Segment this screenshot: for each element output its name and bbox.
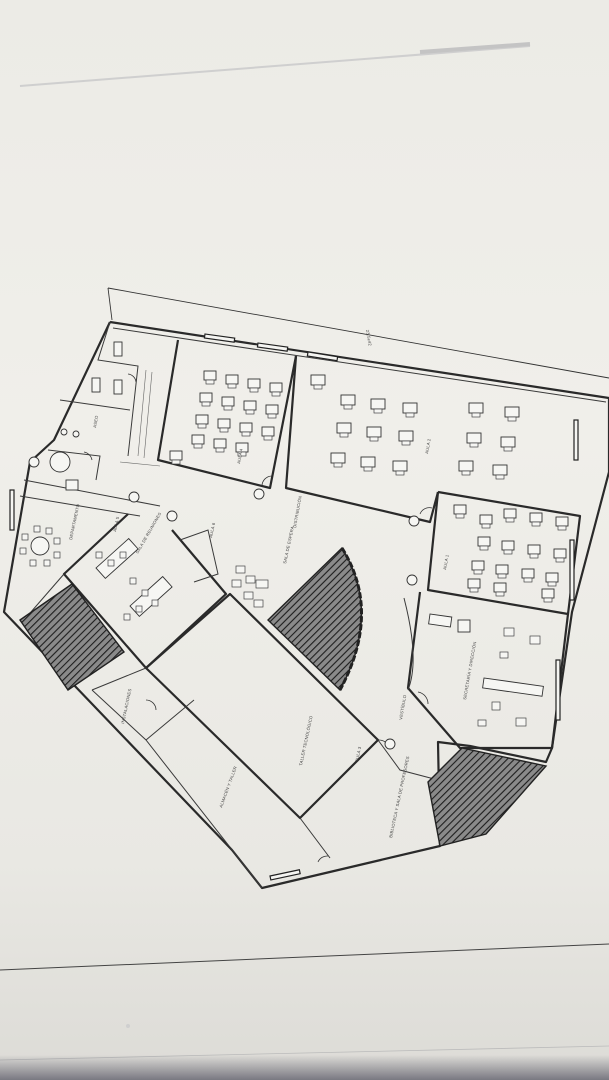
room-label-vestibulo: VESTÍBULO	[398, 694, 407, 720]
room-label-aula3: AULA 3	[354, 746, 362, 763]
waiting-seats	[231, 565, 269, 608]
hatched-area-center	[266, 546, 363, 692]
room-label-aseo: ASEO	[92, 415, 99, 429]
room-label-almacen: ALMACÉN Y TALLER	[218, 765, 238, 808]
classroom-desks-aula4	[169, 370, 283, 465]
round-table	[19, 525, 61, 567]
room-label-aula6: AULA 6	[208, 522, 216, 539]
room-label-instalaciones: INSTALACIONES	[120, 688, 132, 724]
hatched-area-left	[19, 583, 126, 691]
room-label-departamento: DEPARTAMENTO	[68, 503, 81, 540]
hall-lines	[119, 369, 161, 467]
dimension-label: 23,5x42	[365, 329, 373, 346]
classroom-desks-aula1	[453, 504, 569, 603]
room-label-sala-reuniones: SALA DE REUNIONES	[135, 511, 163, 554]
room-label-aula1: AULA 1	[442, 554, 450, 570]
office-furniture	[428, 613, 544, 727]
room-label-biblioteca: BIBLIOTECA Y SALA DE PROFESORES	[388, 756, 410, 839]
hatched-area-right	[427, 747, 548, 847]
room-label-distribucion: DISTRIBUCIÓN	[292, 495, 303, 528]
room-label-aula2: AULA 2	[424, 438, 432, 454]
columns	[128, 488, 420, 750]
wc-fixtures	[28, 341, 123, 491]
room-label-sala-espera: SALA DE ESPERA	[282, 526, 295, 565]
door-swings	[83, 373, 433, 863]
boundary-line	[107, 287, 609, 379]
room-label-aula5: AULA 5	[112, 516, 120, 533]
room-label-taller: TALLER TECNOLÓGICO	[298, 715, 314, 767]
photo-shadow	[0, 1055, 609, 1080]
meeting-tables	[95, 537, 173, 621]
outer-walls	[2, 320, 609, 890]
room-label-aula4: AULA 4	[236, 448, 244, 464]
windows	[9, 333, 579, 881]
faded-header	[19, 42, 531, 87]
room-label-secretaria: SECRETARÍA Y DIRECCIÓN	[462, 641, 477, 700]
classroom-desks-aula2	[310, 374, 520, 480]
sheet-border	[0, 943, 609, 971]
